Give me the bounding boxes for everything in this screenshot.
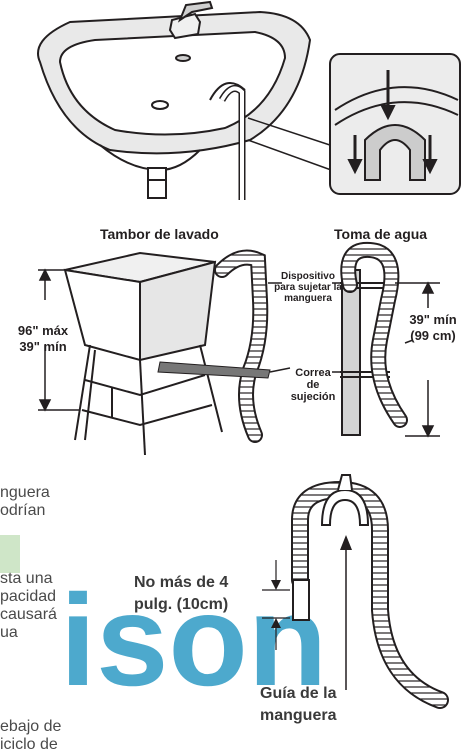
hose-guide-label-line2: manguera: [260, 707, 337, 724]
body-text-fragment-6: ua: [0, 624, 18, 641]
water-tap-title: Toma de agua: [334, 226, 428, 242]
tub-strap: [157, 361, 271, 379]
max-height-note-line2: pulg. (10cm): [134, 596, 229, 613]
tap-min-height-cm-label: (99 cm): [410, 328, 456, 343]
sink-illustration: [37, 0, 312, 200]
tub-title: Tambor de lavado: [100, 226, 219, 242]
laundry-tub-illustration: [63, 251, 223, 456]
body-text-fragment-7: ebajo de: [0, 718, 62, 735]
watermark-text: ison: [60, 567, 327, 713]
body-text-fragment-2: odrían: [0, 502, 46, 519]
hose-holder-label: Dispositivo para sujetar la manguera: [268, 271, 348, 304]
hose-guide-label: Guía de la manguera: [260, 683, 336, 727]
max-height-note: No más de 4 pulg. (10cm): [134, 572, 228, 616]
hose-holder-label-line3: manguera: [284, 293, 332, 304]
body-text-fragment-3: sta una: [0, 570, 53, 587]
max-height-note-line1: No más de 4: [134, 574, 229, 591]
hose-guide-label-line1: Guía de la: [260, 685, 337, 702]
strap-label-line2: de: [306, 379, 320, 391]
hose-holder-label-line1: Dispositivo: [281, 271, 335, 282]
strap-label: Correa de sujeción: [283, 367, 343, 403]
body-text-fragment-8: iciclo de: [0, 736, 58, 753]
tap-height-dimension: [395, 281, 440, 438]
hose-guide-illustration: [262, 474, 449, 709]
body-text-fragment-1: nguera: [0, 484, 50, 501]
tap-min-height-label: 39" mín: [409, 312, 457, 327]
watermark-fragment: [0, 535, 20, 573]
tub-min-height-label: 39" mín: [19, 339, 67, 354]
tub-height-dimension: [38, 268, 80, 412]
tub-max-height-label: 96" máx: [17, 323, 69, 338]
body-text-fragment-4: pacidad: [0, 588, 57, 605]
strap-label-line3: sujeción: [290, 391, 336, 403]
strap-label-line1: Correa: [295, 367, 331, 379]
hose-holder-label-line2: para sujetar la: [274, 282, 342, 293]
hose-clip-detail-inset: [329, 53, 461, 195]
body-text-fragment-5: causará: [0, 606, 57, 623]
